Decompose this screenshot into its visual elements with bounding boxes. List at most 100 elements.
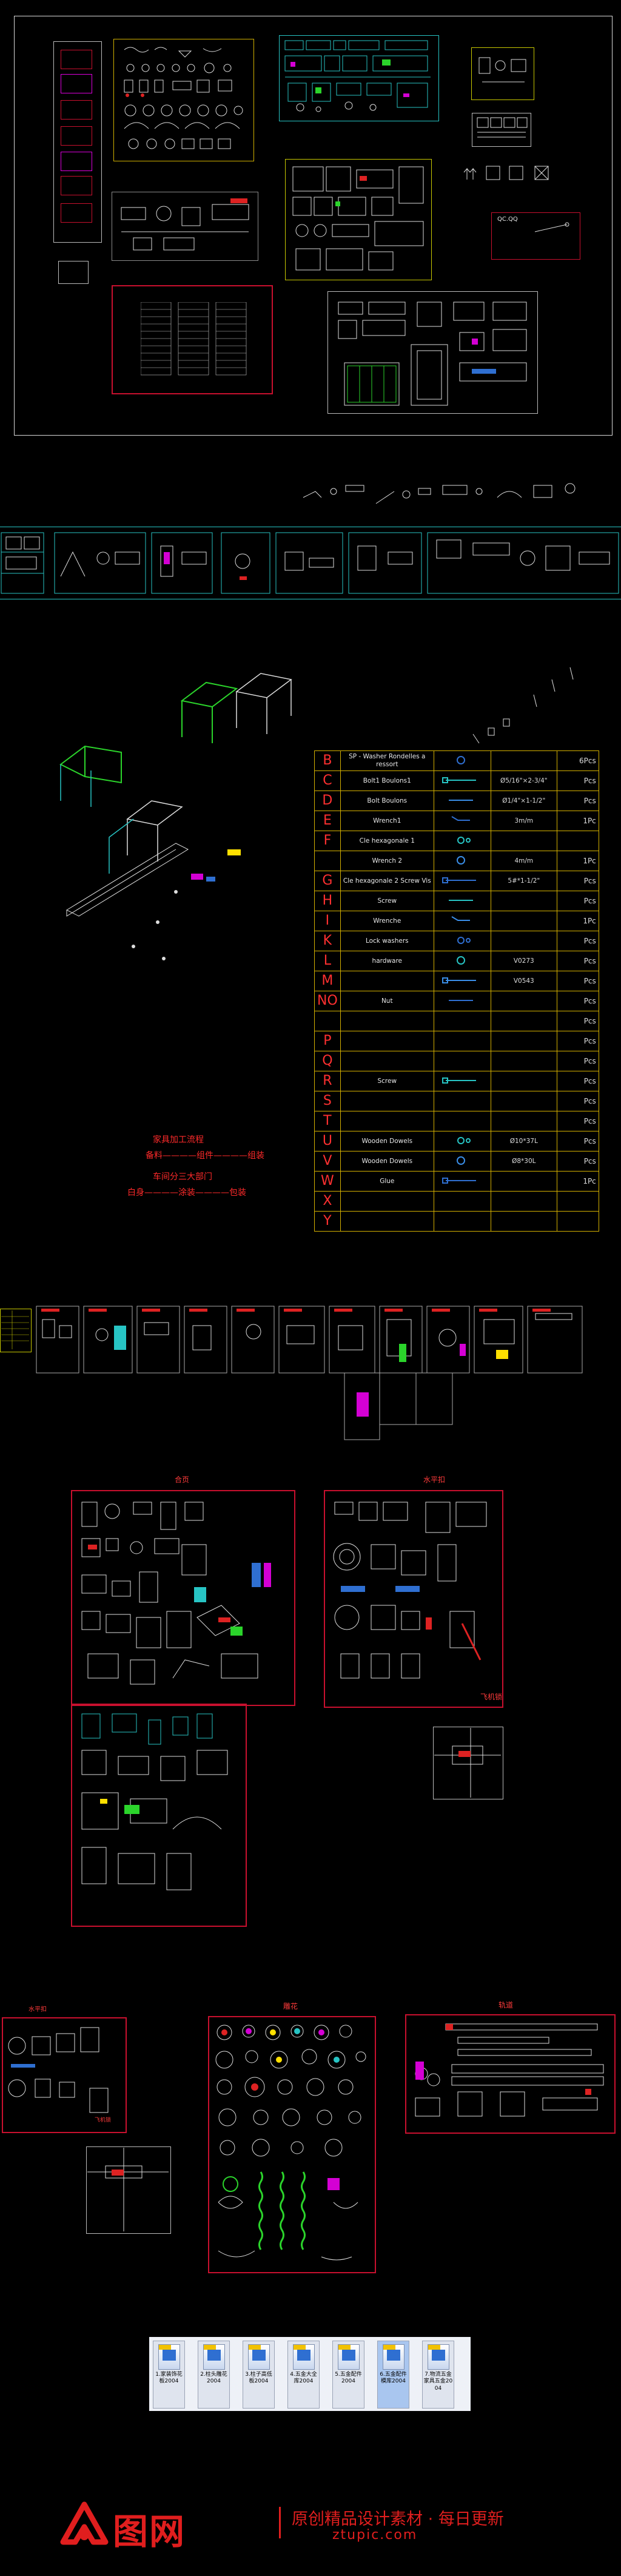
part-icon <box>433 1031 491 1051</box>
part-letter: U <box>314 1131 341 1151</box>
sheet-strip <box>0 527 621 599</box>
part-icon <box>433 791 491 811</box>
level-lock-subtitle: 飞机锁 <box>480 1693 503 1701</box>
thumb-1 <box>61 50 92 69</box>
part-letter: M <box>314 971 341 991</box>
part-spec <box>490 1111 557 1131</box>
folder-tile[interactable]: 2.柱头雕花2004 <box>198 2341 230 2409</box>
part-quantity: Pcs <box>556 871 599 891</box>
part-quantity: Pcs <box>556 971 599 991</box>
archive-file-icon <box>203 2344 225 2370</box>
folder-tile[interactable]: 1.家装饰花板2004 <box>153 2341 185 2409</box>
parts-row: Y <box>314 1211 599 1232</box>
small-schedule-table <box>0 1309 32 1352</box>
part-name: Bolt1 Boulons1 <box>340 770 434 791</box>
part-icon <box>433 1071 491 1091</box>
archive-file-icon <box>158 2344 180 2370</box>
part-quantity: Pcs <box>556 1111 599 1131</box>
folder-tile[interactable]: 5.五金配件2004 <box>332 2341 364 2409</box>
part-spec: Ø1/4"×1-1/2" <box>490 791 557 811</box>
part-name: Lock washers <box>340 931 434 951</box>
part-name: Wrenche <box>340 911 434 931</box>
assembly-isometric <box>59 673 292 960</box>
folder-tile[interactable]: 3.柱子高低板2004 <box>243 2341 275 2409</box>
part-icon <box>433 951 491 971</box>
part-glyph-icon <box>437 1032 485 1049</box>
part-quantity: Pcs <box>556 1151 599 1172</box>
level-lock-sheet <box>324 1490 503 1708</box>
part-letter: W <box>314 1171 341 1192</box>
thumb-6 <box>61 176 92 195</box>
part-glyph-icon <box>437 1012 485 1029</box>
part-name <box>340 1031 434 1051</box>
watermark-site: 图网 <box>113 2511 186 2552</box>
rail-sheet <box>405 2014 616 2134</box>
part-name <box>340 1051 434 1071</box>
part-letter: Q <box>314 1051 341 1071</box>
process-note-4: 白身————涂装————包装 <box>127 1188 246 1198</box>
part-glyph-icon <box>456 956 465 965</box>
part-spec: Ø10*37L <box>490 1131 557 1151</box>
rail-sheet-title: 轨道 <box>498 2001 514 2009</box>
part-quantity: 6Pcs <box>556 750 599 771</box>
ornament-sheet <box>113 39 254 161</box>
part-name: Glue <box>340 1171 434 1192</box>
level-lock-2-subtitle: 飞机锁 <box>95 2117 112 2123</box>
part-letter: K <box>314 931 341 951</box>
fittings-drawing <box>121 198 249 251</box>
folder-label: 3.柱子高低板2004 <box>245 2372 272 2385</box>
folder-label: 5.五金配件2004 <box>335 2372 362 2385</box>
part-icon <box>433 831 491 851</box>
part-spec <box>490 911 557 931</box>
process-note-2: 备料————组件————组装 <box>146 1151 264 1161</box>
part-glyph-icon <box>441 877 476 883</box>
small-sheets-row <box>36 1306 583 1440</box>
parts-row: Pcs <box>314 1011 599 1031</box>
part-name <box>340 1011 434 1031</box>
thumb-4 <box>61 126 92 146</box>
process-note-3: 车间分三大部门 <box>153 1172 212 1182</box>
part-icon <box>433 991 491 1011</box>
thumb-7 <box>61 203 92 223</box>
part-name <box>340 1091 434 1111</box>
part-glyph-icon <box>448 799 473 801</box>
part-spec <box>490 1091 557 1111</box>
part-glyph-icon <box>441 1077 476 1084</box>
folder-tile[interactable]: 6.五金配件模库2004 <box>377 2341 409 2409</box>
cyan-parts-sheet <box>279 35 439 121</box>
folder-label: 6.五金配件模库2004 <box>380 2372 407 2385</box>
part-letter <box>314 851 341 871</box>
carving-sheet <box>208 2016 376 2273</box>
part-icon <box>433 1011 491 1031</box>
part-name: Screw <box>340 1071 434 1091</box>
part-icon <box>433 911 491 931</box>
part-letter: I <box>314 911 341 931</box>
part-icon <box>433 770 491 791</box>
folder-tile[interactable]: 4.五金大全库2004 <box>287 2341 320 2409</box>
packing-symbols <box>472 113 531 147</box>
small-schedule-lines <box>1 1310 29 1349</box>
part-quantity: 1Pc <box>556 851 599 871</box>
part-quantity: Pcs <box>556 951 599 971</box>
part-spec <box>490 831 557 851</box>
thumb-8 <box>58 261 89 284</box>
part-letter: X <box>314 1191 341 1212</box>
watermark-banner: 图网 原创精品设计素材 · 每日更新 ztupic.com <box>0 2500 621 2576</box>
part-quantity: Pcs <box>556 791 599 811</box>
part-letter <box>314 1011 341 1031</box>
part-name: Cle hexagonale 1 <box>340 831 434 851</box>
spreadsheet-sheet <box>112 285 273 394</box>
archive-file-icon <box>383 2344 404 2370</box>
fittings-sheet <box>112 192 258 261</box>
folder-tile[interactable]: 7.物流五金家具五金2004 <box>422 2341 454 2409</box>
part-spec <box>490 1031 557 1051</box>
part-spec <box>490 1051 557 1071</box>
